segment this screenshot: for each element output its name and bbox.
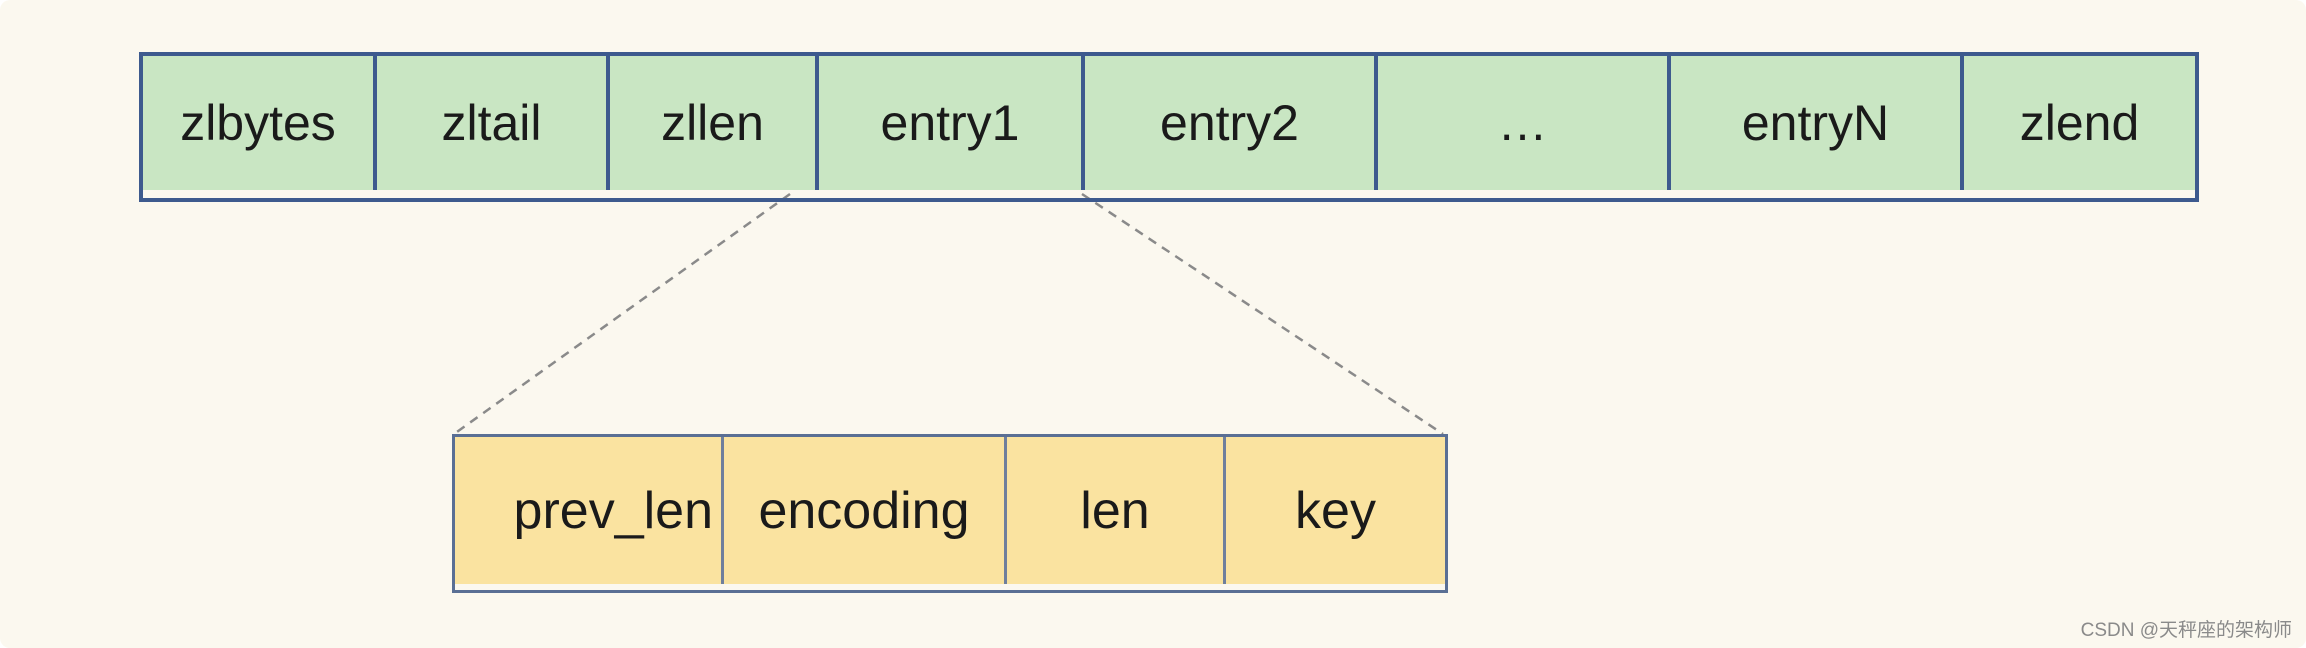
entry-structure: prev_len encoding len key [452,434,1448,593]
entry-field-len: len [1004,437,1223,584]
ziplist-field-zltail: zltail [373,56,606,190]
connector-left [453,192,791,436]
ziplist-field-zllen: zllen [606,56,815,190]
ziplist-field-zlbytes: zlbytes [143,56,373,190]
ziplist-field-zlend: zlend [1960,56,2195,190]
ziplist-field-entryN: entryN [1667,56,1960,190]
ziplist-field-entry1: entry1 [815,56,1081,190]
ziplist-field-entry2: entry2 [1081,56,1374,190]
ziplist-field-ellipsis: … [1374,56,1667,190]
ziplist-structure: zlbytes zltail zllen entry1 entry2 … ent… [139,52,2199,202]
watermark: CSDN @天秤座的架构师 [2080,620,2292,641]
entry-field-encoding: encoding [721,437,1004,584]
entry-field-key: key [1223,437,1445,584]
connector-right [1081,192,1444,436]
entry-field-prev-len: prev_len [455,437,721,584]
